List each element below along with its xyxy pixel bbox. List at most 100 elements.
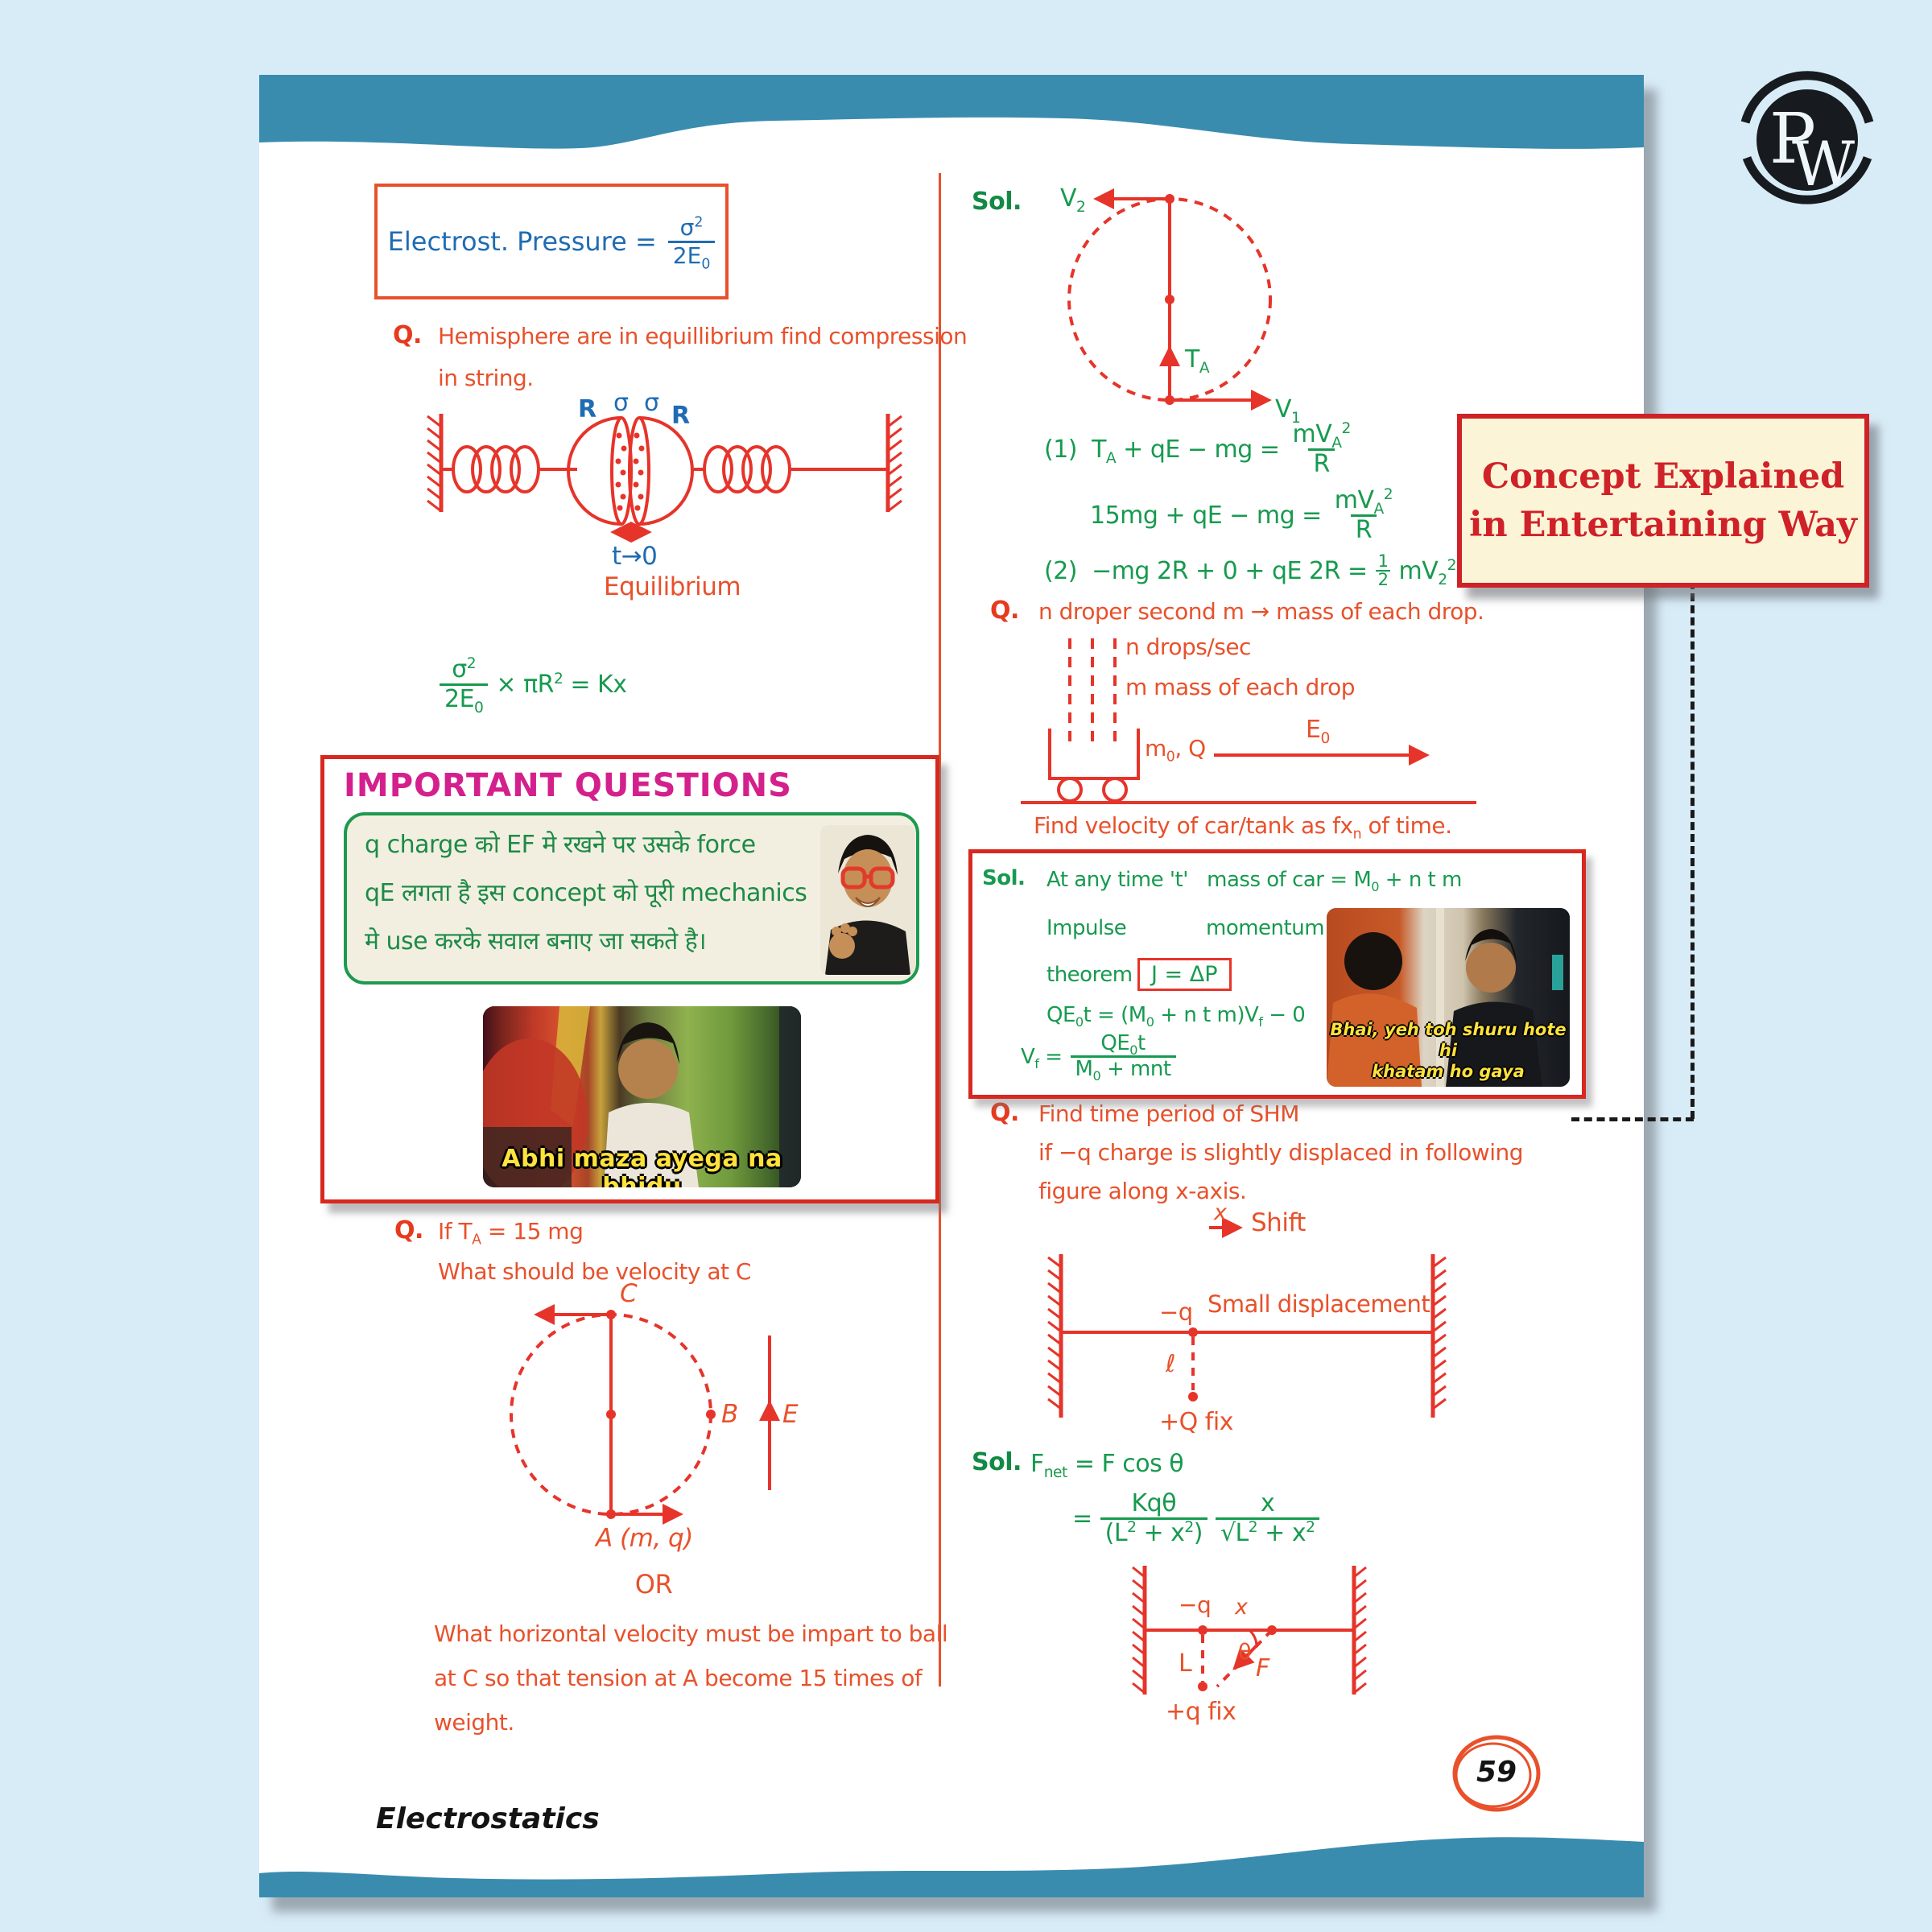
f-minus-q-label: −q [1179, 1591, 1212, 1618]
f-dashed [1216, 1629, 1274, 1688]
q2alt-line1: What horizontal velocity must be impart … [434, 1620, 948, 1647]
note-line3: मे use करके सवाल बनाए जा सकते है। [365, 927, 707, 956]
column-divider-line [939, 173, 941, 1686]
eq1-den: R [1308, 448, 1335, 478]
theta-arc [1248, 1629, 1258, 1648]
pw-logo-letter-w: W [1792, 128, 1855, 200]
fnet-f1-num: Kqθ [1131, 1489, 1177, 1517]
callout-banner: Concept Explained in Entertaining Way [1457, 414, 1869, 588]
label-sigma-left: σ [613, 389, 629, 417]
q2-line1: If TA = 15 mg [438, 1218, 584, 1249]
label-v1: V1 [1275, 395, 1301, 427]
tank-label: m0, Q [1145, 735, 1206, 766]
shift-x-label: x [1214, 1200, 1227, 1225]
impulse-momentum-formula-box: J = ΔP [1137, 958, 1232, 991]
eq1-num: mVA2 [1292, 420, 1352, 452]
page-number-value: 59 [1476, 1756, 1517, 1789]
fixed-charge-dot2 [1198, 1682, 1208, 1691]
meme2-caption-line1: Bhai, yeh toh shuru hote hi [1330, 1020, 1567, 1060]
label-t-zero: t→0 [612, 542, 658, 571]
pw-logo: P W [1740, 71, 1874, 204]
eq2-den: R [1350, 514, 1377, 544]
qshm-line3: figure along x-axis. [1038, 1178, 1247, 1204]
tank [1048, 729, 1140, 780]
q2alt-line2: at C so that tension at A become 15 time… [434, 1665, 923, 1691]
hemisphere-right [638, 416, 694, 526]
label-a: A (m, q) [596, 1524, 693, 1553]
qshm-line1: Find time period of SHM [1038, 1100, 1299, 1127]
vf-num: QE0t [1100, 1031, 1146, 1059]
label-r-right: R [671, 402, 690, 430]
callout-line2: in Entertaining Way [1469, 505, 1857, 545]
meme2-caption-line2: khatam ho gaya [1372, 1062, 1525, 1081]
find-velocity-text: Find velocity of car/tank as fxn of time… [1034, 812, 1452, 843]
solbox-marker: Sol. [982, 866, 1026, 890]
spring-right [703, 445, 733, 493]
meme1-caption: Abhi maza ayega na bhidu [502, 1145, 782, 1187]
pw-logo-disc [1757, 89, 1858, 191]
q1-line2: in string. [438, 365, 534, 391]
q2alt-line3: weight. [434, 1709, 514, 1736]
spring-eq-num: σ2 [452, 655, 477, 683]
or-label: OR [634, 1569, 673, 1600]
fixed-charge-dot [1188, 1392, 1198, 1402]
fnet-fraction-eq: = Kqθ (L2 + x2) x √L2 + x2 [1072, 1489, 1320, 1546]
f-arrowhead [1232, 1641, 1261, 1670]
q2-line2: What should be velocity at C [438, 1258, 751, 1285]
vf-lead: Vf = [1021, 1044, 1063, 1071]
spring-eq-den: 2E0 [440, 683, 489, 715]
callout-line1: Concept Explained [1481, 456, 1845, 497]
label-v2: V2 [1060, 184, 1086, 216]
wall-left-hatch [427, 415, 442, 513]
qdrops-text: n droper second m → mass of each drop. [1038, 598, 1484, 625]
qshm-line2: if −q charge is slightly displaced in fo… [1038, 1139, 1524, 1166]
drops-rate-label: n drops/sec [1125, 634, 1251, 660]
qshm-marker: Q. [990, 1099, 1019, 1127]
pressure-frac-num: σ2 [679, 214, 704, 242]
meme2-artwork [1327, 908, 1570, 1087]
shift-label: Shift [1251, 1208, 1306, 1237]
eq3-lead: (2) −mg 2R + 0 + qE 2R = [1044, 556, 1368, 585]
bottom-wave-band [259, 1837, 1644, 1897]
vf-den: M0 + mnt [1070, 1055, 1176, 1083]
hemisphere-left [567, 416, 622, 526]
solution-box: Sol. At any time 't' mass of car = M0 + … [968, 849, 1586, 1099]
spring-equation: σ2 2E0 × πR2 = Kx [440, 655, 627, 715]
note-line1: q charge को EF मे रखने पर उसके force [365, 831, 756, 859]
fnet-f2-num: x [1261, 1489, 1275, 1517]
label-r-left: R [578, 395, 597, 423]
label-b: B [721, 1400, 738, 1429]
e0-label: E0 [1306, 716, 1330, 747]
eq3-half1-num: 1 [1377, 551, 1389, 571]
wave-bands [259, 75, 1644, 1897]
label-ta: TA [1185, 345, 1210, 377]
vf-equation: Vf = QE0t M0 + mnt [1021, 1031, 1176, 1083]
meme2-caption: Bhai, yeh toh shuru hote hi khatam ho ga… [1327, 1019, 1570, 1082]
fnet-eq-sign: = [1072, 1504, 1092, 1533]
eq2-num: mVA2 [1334, 486, 1393, 518]
meme-image-abhi-maza: Abhi maza ayega na bhidu [483, 1006, 801, 1187]
callout-connector-vertical [1690, 581, 1695, 1119]
page-number: 59 [1458, 1740, 1535, 1807]
diagram-strokes [427, 188, 1541, 1812]
sol2-marker: Sol. [972, 1448, 1022, 1476]
label-e: E [782, 1400, 799, 1429]
fnet-line: Fnet = F cos θ [1030, 1450, 1184, 1481]
chapter-footer: Electrostatics [376, 1802, 600, 1835]
small-displacement-label: Small displacement [1208, 1290, 1430, 1318]
pressure-formula-box: Electrost. Pressure = σ2 2E0 [374, 184, 729, 299]
solbox-momentum: momentum [1206, 916, 1325, 940]
important-questions-box: IMPORTANT QUESTIONS q charge को EF मे रख… [320, 755, 939, 1203]
minus-q-label: −q [1159, 1298, 1193, 1326]
charge-dots [615, 432, 645, 511]
q-fix2-label: +q fix [1166, 1698, 1236, 1726]
pw-logo-letter-p: P [1769, 99, 1816, 180]
meme1-artwork [483, 1006, 801, 1187]
q2-marker: Q. [394, 1216, 423, 1245]
page-number-circle [1452, 1735, 1541, 1812]
eq1-lead: (1) TA + qE − mg = [1044, 435, 1280, 467]
note-line2: qE लगता है इस concept को पूरी mechanics [365, 879, 807, 907]
eq2-lead: 15mg + qE − mg = [1090, 501, 1322, 530]
drops-mass-label: m mass of each drop [1125, 674, 1356, 700]
